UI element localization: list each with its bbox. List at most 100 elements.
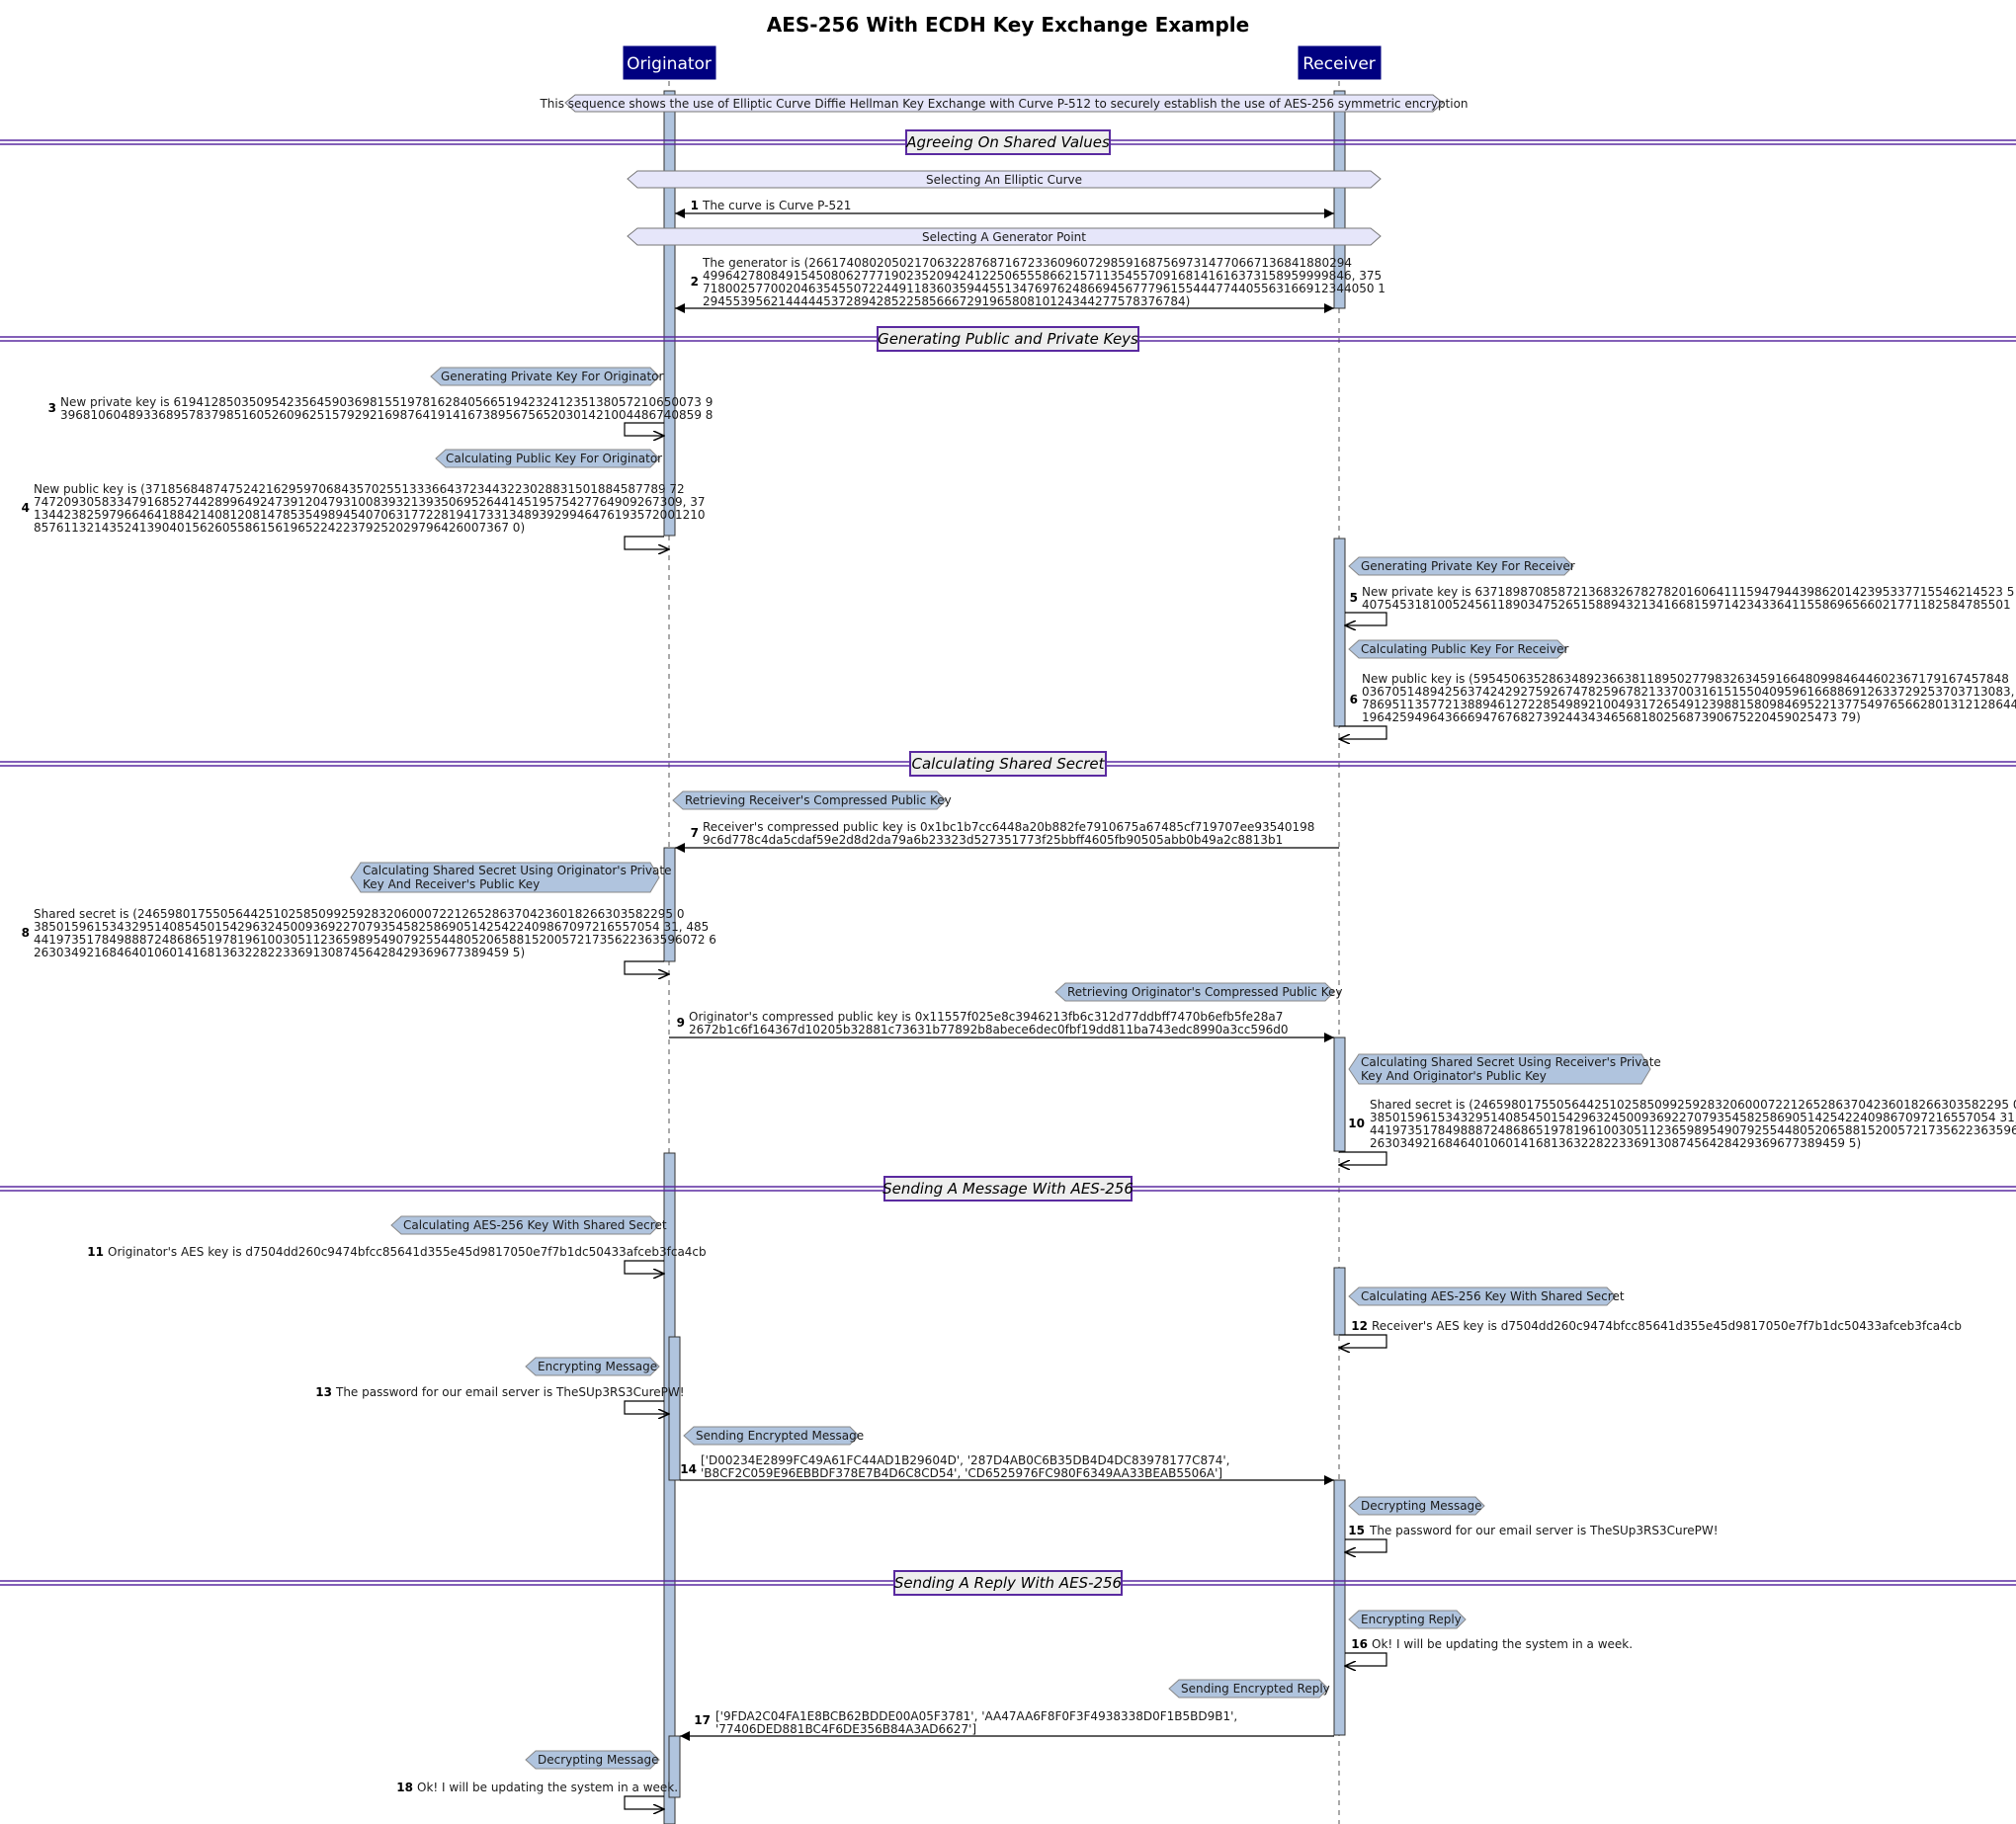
message-arrow: [1345, 1652, 1387, 1666]
note-text: Selecting A Generator Point: [922, 230, 1086, 244]
message-text: The curve is Curve P-521: [702, 199, 851, 212]
message-text: Receiver's compressed public key is 0x1b…: [703, 820, 1314, 834]
message-number: 17: [694, 1713, 711, 1727]
message-text: 4419735178498887248686519781961003051123…: [34, 933, 716, 947]
hex-note-text: Retrieving Originator's Compressed Publi…: [1067, 985, 1342, 999]
hex-note-text: Calculating Public Key For Originator: [446, 452, 662, 465]
activation-bars: [663, 90, 1346, 1824]
hex-note: [1348, 1053, 1651, 1085]
message-arrow: [1345, 1538, 1387, 1552]
message-text: The password for our email server is The…: [1369, 1524, 1719, 1537]
note-text: Selecting An Elliptic Curve: [926, 173, 1082, 187]
hex-note-text: Calculating AES-256 Key With Shared Secr…: [403, 1218, 667, 1232]
section-title: Calculating Shared Secret: [912, 755, 1106, 773]
message-number: 3: [48, 401, 56, 415]
message-text: 4996427808491545080627771902352094241225…: [703, 269, 1382, 283]
message-number: 6: [1350, 693, 1358, 706]
hex-note: [430, 367, 660, 386]
message-text: 7472093058334791685274428996492473912047…: [34, 495, 706, 509]
hex-note-text: Retrieving Receiver's Compressed Public …: [685, 793, 952, 807]
hex-note: [1348, 1286, 1617, 1306]
activation-bar: [1333, 90, 1346, 309]
hex-note: [525, 1750, 660, 1770]
hex-note: [1348, 556, 1574, 576]
section-title: Agreeing On Shared Values: [905, 133, 1110, 151]
hex-note: [683, 1426, 860, 1446]
section-divider-4: Sending A Message With AES-256: [0, 1176, 2016, 1202]
message-text: 2945539562144444537289428522585666729196…: [703, 294, 1190, 308]
message-text: 'B8CF2C059E96EBBDF378E7B4D6C8CD54', 'CD6…: [701, 1466, 1222, 1480]
activation-bar: [663, 1152, 676, 1824]
message-arrow: [1339, 1334, 1387, 1348]
hex-note-text: Generating Private Key For Receiver: [1361, 559, 1575, 573]
message-number: 4: [22, 501, 30, 515]
intro-note: This sequence shows the use of Elliptic …: [539, 94, 1469, 113]
message-text: 7180025770020463545507224491183603594455…: [703, 282, 1386, 295]
message-text: 1344238259796646418842140812081478535498…: [34, 508, 706, 522]
message-text: Originator's AES key is d7504dd260c9474b…: [108, 1245, 707, 1259]
message-text: Originator's compressed public key is 0x…: [689, 1010, 1283, 1024]
message-texts: The curve is Curve P-521 The generator i…: [34, 199, 2016, 1794]
message-number: 16: [1351, 1637, 1368, 1651]
message-arrow: [624, 536, 669, 549]
message-number: 14: [680, 1462, 697, 1476]
section-title: Generating Public and Private Keys: [878, 330, 1138, 348]
section-title: Sending A Message With AES-256: [882, 1180, 1134, 1198]
hex-note-text: Key And Receiver's Public Key: [363, 877, 540, 891]
section-divider-3: Calculating Shared Secret: [0, 751, 2016, 777]
intro-note-text: This sequence shows the use of Elliptic …: [539, 97, 1468, 111]
message-number: 8: [22, 926, 30, 940]
activation-bar: [1333, 1036, 1346, 1152]
message-text: 2672b1c6f164367d10205b32881c73631b77892b…: [689, 1023, 1288, 1036]
message-number: 13: [315, 1385, 332, 1399]
hex-note-text: Decrypting Message: [538, 1753, 659, 1767]
note-selecting-generator: Selecting A Generator Point: [627, 227, 1382, 246]
message-text: The password for our email server is The…: [335, 1385, 685, 1399]
hex-note-text: Encrypting Message: [538, 1360, 657, 1373]
hex-note-labels: Generating Private Key For Originator Ca…: [363, 370, 1661, 1767]
message-text: Shared secret is (2465980175505644251025…: [1370, 1098, 2016, 1112]
message-arrow: [1345, 612, 1387, 625]
message-text: 9c6d778c4da5cdaf59e2d8d2da79a6b23323d527…: [703, 833, 1283, 847]
hex-note: [672, 790, 947, 810]
hex-note-text: Calculating Public Key For Receiver: [1361, 642, 1568, 656]
message-arrow: [1339, 725, 1387, 739]
hex-note: [435, 449, 660, 468]
hex-note: [1348, 1496, 1485, 1516]
message-text: New public key is (595450635286348923663…: [1362, 672, 2009, 686]
hex-note-text: Encrypting Reply: [1361, 1613, 1462, 1626]
hex-note: [390, 1215, 660, 1235]
message-text: 7869511357721388946127228549892100493172…: [1362, 698, 2016, 711]
hex-notes: [350, 367, 1651, 1770]
message-text: The generator is (2661740802050217063228…: [702, 256, 1352, 270]
message-arrow: [624, 1400, 669, 1414]
message-number: 7: [691, 826, 699, 840]
message-text: Shared secret is (2465980175505644251025…: [34, 907, 684, 921]
section-divider-1: Agreeing On Shared Values: [0, 129, 2016, 155]
message-text: ['D00234E2899FC49A61FC44AD1B29604D', '28…: [701, 1453, 1230, 1467]
hex-note-text: Generating Private Key For Originator: [441, 370, 663, 383]
message-number: 10: [1348, 1117, 1365, 1130]
message-text: Ok! I will be updating the system in a w…: [1372, 1637, 1633, 1651]
participant-originator: Originator: [623, 45, 716, 80]
message-text: 1964259496436669476768273924434346568180…: [1362, 710, 1861, 724]
message-arrow: [624, 422, 664, 436]
hex-note: [525, 1357, 660, 1376]
hex-note-text: Calculating Shared Secret Using Originat…: [363, 864, 671, 877]
message-arrow: [624, 1260, 664, 1274]
message-text: ['9FDA2C04FA1E8BCB62BDDE00A05F3781', 'AA…: [715, 1709, 1237, 1723]
hex-note: [350, 862, 660, 893]
message-number: 1: [691, 199, 699, 212]
hex-note-text: Calculating Shared Secret Using Receiver…: [1361, 1055, 1661, 1069]
message-text: 2630349216846401060141681363228223369130…: [1370, 1136, 1861, 1150]
hex-note-text: Sending Encrypted Reply: [1181, 1682, 1330, 1696]
message-text: New private key is 619412850350954235645…: [60, 395, 713, 409]
hex-note-text: Key And Originator's Public Key: [1361, 1069, 1547, 1083]
activation-bar: [1333, 538, 1346, 727]
message-number: 9: [677, 1016, 685, 1030]
section-title: Sending A Reply With AES-256: [894, 1574, 1122, 1592]
section-divider-2: Generating Public and Private Keys: [0, 326, 2016, 352]
activation-bar: [668, 1735, 681, 1798]
hex-note-text: Decrypting Message: [1361, 1499, 1482, 1513]
